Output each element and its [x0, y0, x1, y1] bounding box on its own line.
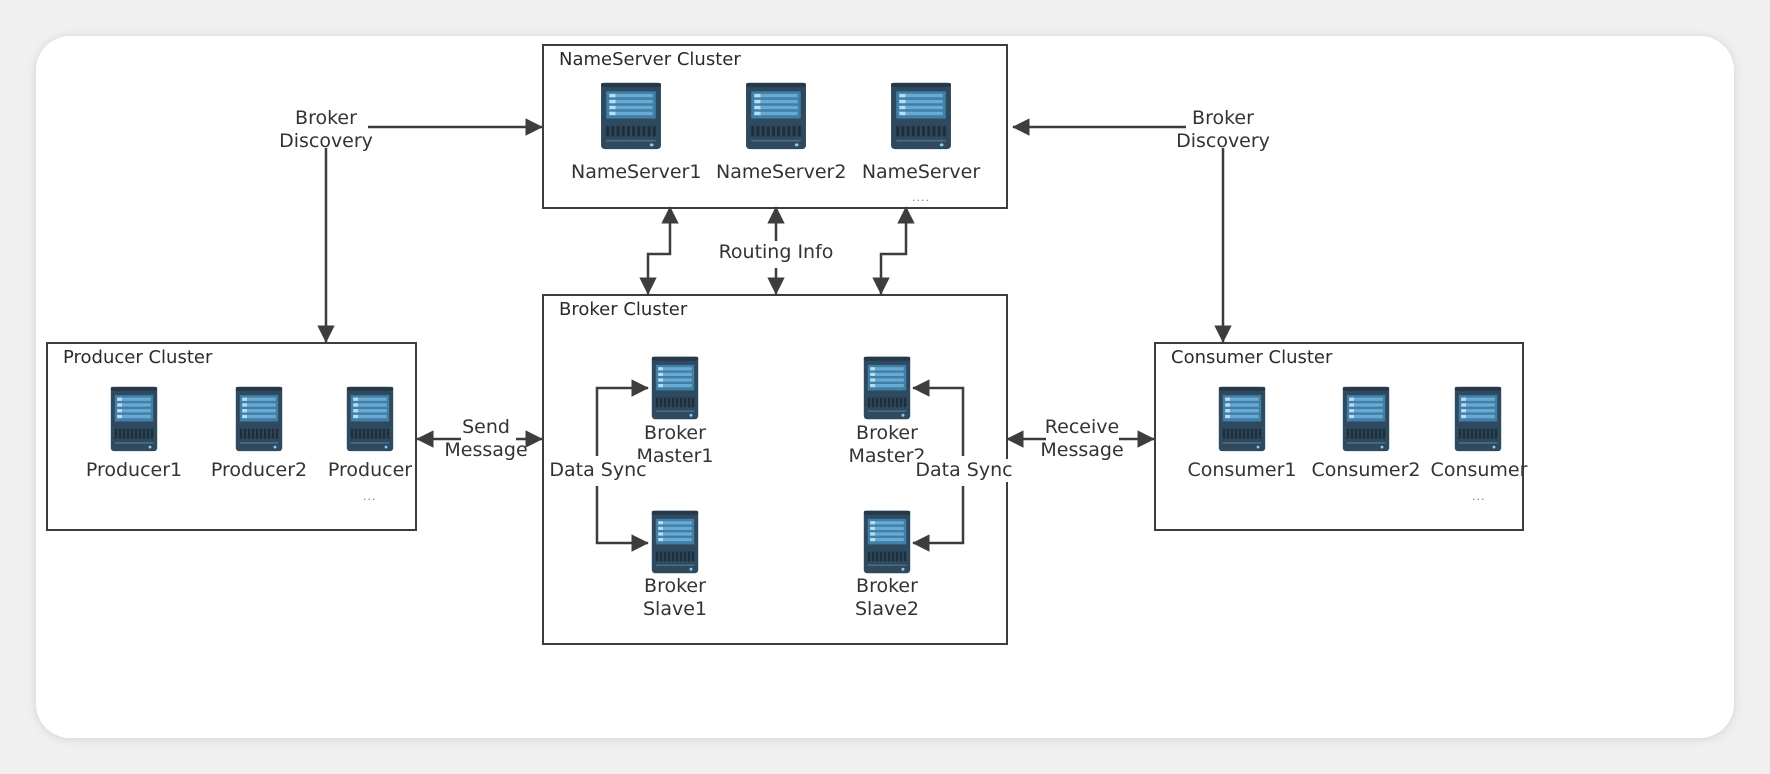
broker-slave2-label-line2: Slave2: [854, 598, 919, 620]
broker-discovery-left-line1: Broker: [295, 107, 357, 129]
broker-master2-label-line1: Broker: [856, 422, 918, 444]
broker-slave2-label: Broker Slave2: [837, 575, 937, 621]
receive-message-line2: Message: [1040, 439, 1124, 461]
producer3-label: Producer: [327, 459, 413, 481]
sync-right-to-master-arrow: [912, 379, 965, 456]
broker-discovery-right-line1: Broker: [1192, 107, 1254, 129]
send-message-label: Send Message: [436, 416, 536, 462]
nameserver-cluster-title: NameServer Cluster: [559, 49, 741, 70]
broker-discovery-right-line2: Discovery: [1176, 130, 1270, 152]
broker-master2-server-icon: [863, 356, 911, 420]
consumer1-server-icon: [1218, 386, 1266, 452]
routing-info-label: Routing Info: [706, 241, 846, 264]
send-message-line2: Message: [444, 439, 528, 461]
nameserver3-server-icon: [890, 82, 952, 150]
producer-cluster-title: Producer Cluster: [63, 347, 213, 368]
data-sync-left-label: Data Sync: [548, 459, 648, 482]
producer-ellipsis: ...: [363, 490, 377, 503]
nameserver1-label: NameServer1: [571, 161, 702, 183]
consumer-ellipsis: ...: [1472, 490, 1486, 503]
consumer2-server-icon: [1342, 386, 1390, 452]
broker-master2-label: Broker Master2: [837, 422, 937, 468]
broker-master1-label: Broker Master1: [625, 422, 725, 468]
broker-master2-label-line2: Master2: [848, 445, 926, 467]
receive-message-label: Receive Message: [1032, 416, 1132, 462]
broker-slave1-label-line1: Broker: [644, 575, 706, 597]
sync-left-to-slave-arrow: [595, 486, 649, 552]
sync-right-to-slave-arrow: [912, 486, 965, 552]
broker-master1-label-line1: Broker: [644, 422, 706, 444]
producer3-server-icon: [346, 386, 394, 452]
broker-slave1-label-line2: Slave1: [642, 598, 707, 620]
consumer-cluster-title: Consumer Cluster: [1171, 347, 1333, 368]
nameserver-ellipsis: ....: [912, 191, 930, 204]
consumer2-label: Consumer2: [1311, 459, 1421, 481]
consumer3-label: Consumer: [1430, 459, 1528, 481]
nameserver-cluster-box: NameServer Cluster: [542, 44, 1008, 209]
consumer3-server-icon: [1454, 386, 1502, 452]
diagram-card: NameServer Cluster NameServer1 NameServe…: [36, 36, 1734, 738]
data-sync-right-label: Data Sync: [914, 459, 1014, 482]
consumer-cluster-box: Consumer Cluster: [1154, 342, 1524, 531]
nameserver2-label: NameServer2: [716, 161, 847, 183]
receive-message-line1: Receive: [1044, 416, 1120, 438]
broker-slave2-label-line1: Broker: [856, 575, 918, 597]
consumer1-label: Consumer1: [1187, 459, 1297, 481]
broker-master1-label-line2: Master1: [636, 445, 714, 467]
broker-discovery-left-label: Broker Discovery: [266, 107, 386, 153]
broker-slave1-label: Broker Slave1: [625, 575, 725, 621]
routing-arrow-left: [639, 206, 679, 295]
broker-slave1-server-icon: [651, 510, 699, 574]
nameserver3-label: NameServer: [861, 161, 981, 183]
send-message-line1: Send: [462, 416, 510, 438]
broker-discovery-left-line2: Discovery: [279, 130, 373, 152]
broker-master1-server-icon: [651, 356, 699, 420]
nameserver2-server-icon: [745, 82, 807, 150]
broker-discovery-right-label: Broker Discovery: [1163, 107, 1283, 153]
broker-slave2-server-icon: [863, 510, 911, 574]
connector-lines: [317, 118, 1232, 552]
nameserver1-server-icon: [600, 82, 662, 150]
producer2-server-icon: [235, 386, 283, 452]
broker-cluster-title: Broker Cluster: [559, 299, 688, 320]
producer2-label: Producer2: [210, 459, 308, 481]
sync-left-to-master-arrow: [595, 379, 649, 456]
routing-arrow-right: [872, 206, 915, 295]
producer1-label: Producer1: [85, 459, 183, 481]
producer1-server-icon: [110, 386, 158, 452]
producer-cluster-box: Producer Cluster: [46, 342, 417, 531]
